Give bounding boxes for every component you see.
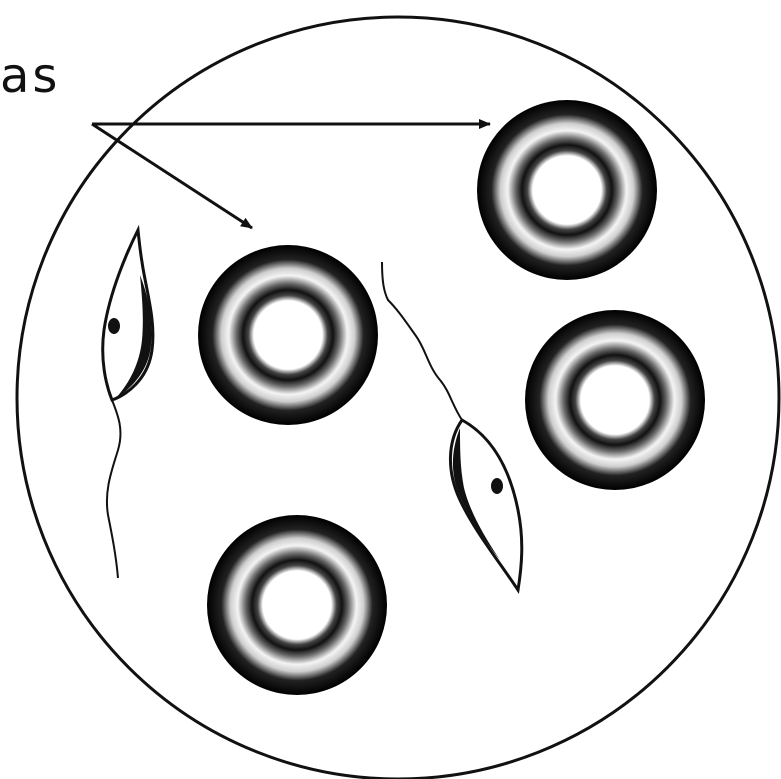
trypanosome xyxy=(382,262,522,590)
red-blood-cell xyxy=(525,310,705,490)
arrow-to-left-cell xyxy=(92,124,252,228)
red-blood-cell xyxy=(207,515,387,695)
label-text: as xyxy=(0,48,60,104)
red-blood-cell xyxy=(198,245,378,425)
trypanosome xyxy=(103,230,153,578)
red-blood-cell xyxy=(477,100,657,280)
